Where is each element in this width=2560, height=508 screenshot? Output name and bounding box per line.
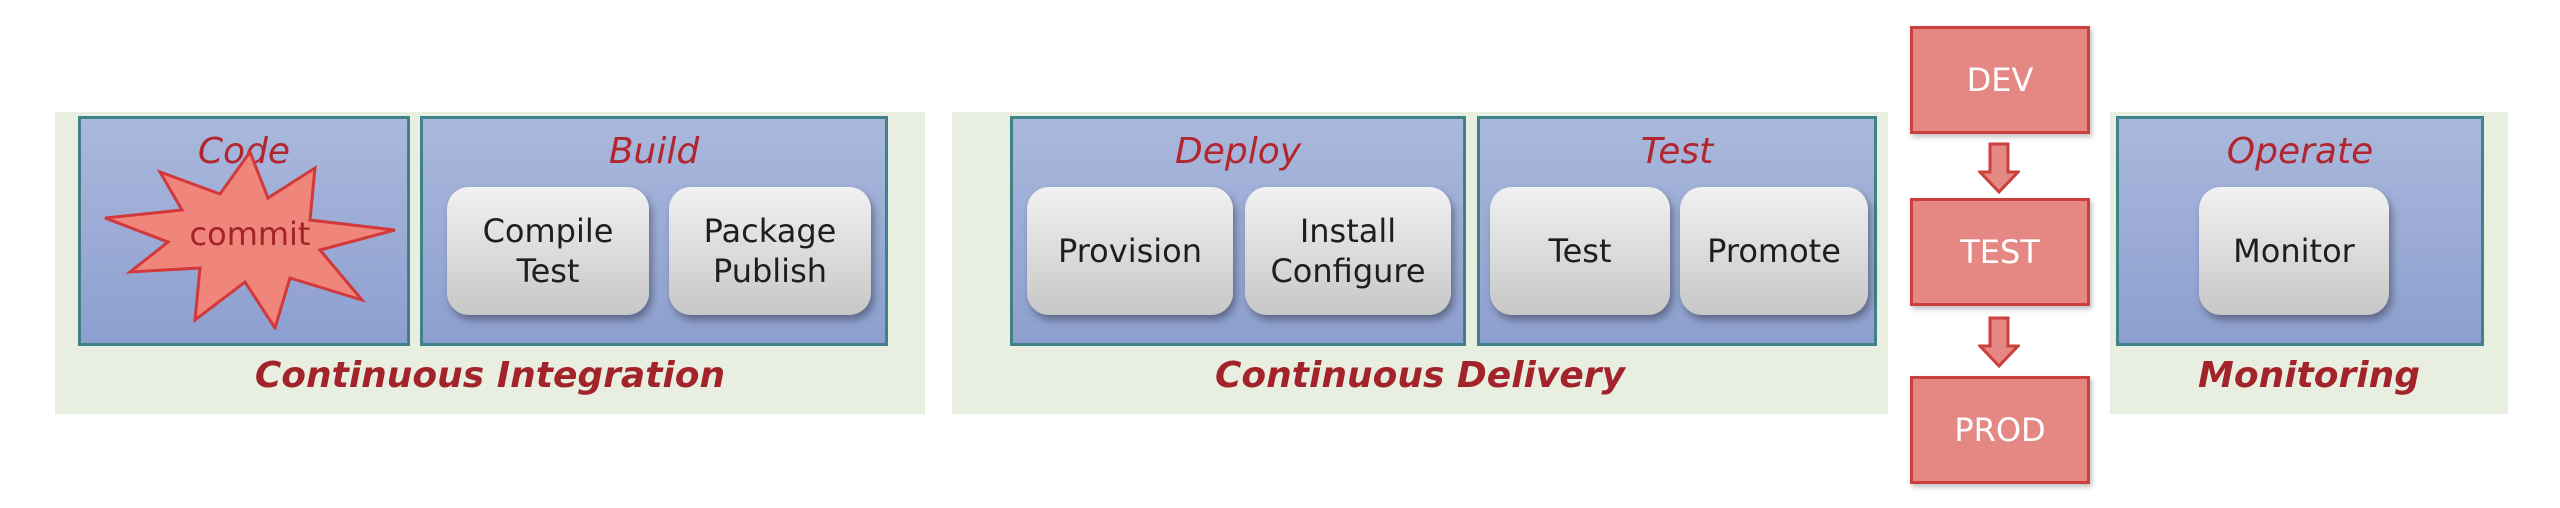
step-monitor[interactable]: Monitor <box>2199 187 2389 315</box>
env-prod[interactable]: PROD <box>1910 376 2090 484</box>
env-test[interactable]: TEST <box>1910 198 2090 306</box>
arrow-down-icon <box>1978 142 2020 194</box>
step-label: Monitor <box>2233 232 2355 270</box>
step-label: Install Configure <box>1270 212 1426 290</box>
step-label: Test <box>1548 232 1612 270</box>
step-label: Compile Test <box>482 212 614 290</box>
stage-title-test: Test <box>1640 131 1714 172</box>
step-label: Package Publish <box>703 212 837 290</box>
commit-burst-icon <box>104 150 396 330</box>
step-promote[interactable]: Promote <box>1680 187 1868 315</box>
section-label-cd: Continuous Delivery <box>1215 355 1625 396</box>
stage-operate: Operate Monitor <box>2116 116 2484 346</box>
section-label-monitoring: Monitoring <box>2198 355 2420 396</box>
stage-title-build: Build <box>608 131 700 172</box>
stage-title-operate: Operate <box>2226 131 2374 172</box>
section-label-ci: Continuous Integration <box>254 355 726 396</box>
stage-title-deploy: Deploy <box>1174 131 1302 172</box>
step-label: Promote <box>1707 232 1841 270</box>
stage-deploy: Deploy Provision Install Configure <box>1010 116 1466 346</box>
env-dev[interactable]: DEV <box>1910 26 2090 134</box>
stage-build: Build Compile Test Package Publish <box>420 116 888 346</box>
step-install-configure[interactable]: Install Configure <box>1245 187 1451 315</box>
step-test[interactable]: Test <box>1490 187 1670 315</box>
step-package-publish[interactable]: Package Publish <box>669 187 871 315</box>
step-compile-test[interactable]: Compile Test <box>447 187 649 315</box>
step-provision[interactable]: Provision <box>1027 187 1233 315</box>
step-label: Provision <box>1057 232 1202 270</box>
commit-label: commit <box>189 215 311 253</box>
arrow-down-icon <box>1978 316 2020 368</box>
stage-test: Test Test Promote <box>1477 116 1877 346</box>
